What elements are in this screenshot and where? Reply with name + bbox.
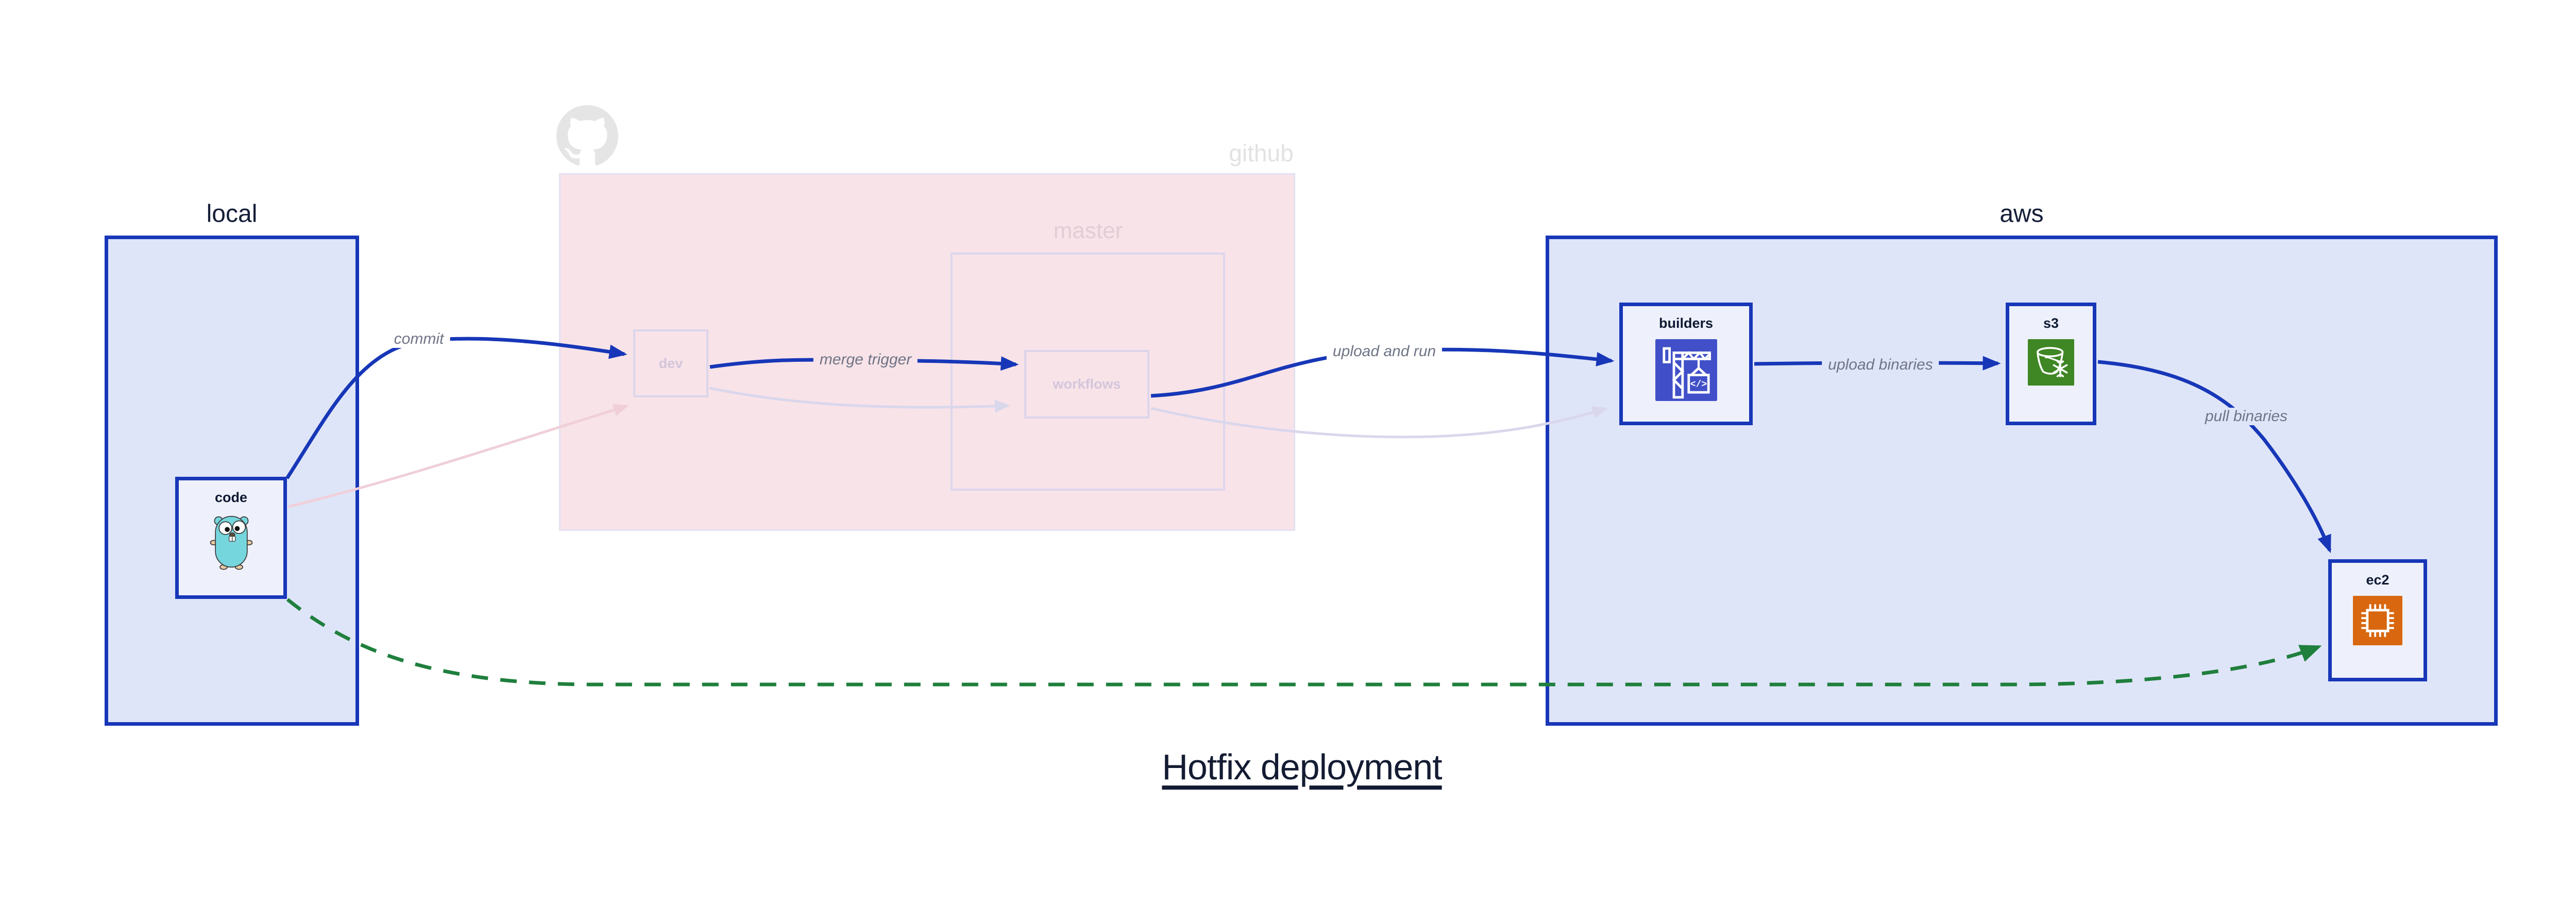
code-node-label: code — [214, 490, 248, 505]
s3-node-label: s3 — [2043, 315, 2059, 331]
github-region-label: github — [1229, 140, 1294, 166]
codebuild-crane-icon: </> — [1655, 339, 1717, 401]
commit-edge-label: commit — [387, 330, 450, 348]
node-ec2: ec2 — [2328, 559, 2427, 681]
s3-glacier-bucket-icon — [2028, 339, 2074, 386]
node-builders: builders </> — [1619, 303, 1753, 425]
node-dev-branch: dev — [633, 329, 708, 397]
aws-region-label: aws — [1999, 200, 2044, 228]
ec2-chip-icon — [2353, 596, 2402, 645]
master-branch-label: master — [1053, 218, 1123, 243]
github-octocat-icon — [556, 105, 618, 170]
ec2-node-label: ec2 — [2366, 572, 2389, 588]
node-workflows: workflows — [1024, 350, 1149, 419]
page-title: Hotfix deployment — [1162, 747, 1442, 787]
svg-text:</>: </> — [1690, 379, 1706, 390]
builders-node-label: builders — [1658, 315, 1714, 331]
pull-binaries-edge-label: pull binaries — [2198, 408, 2294, 425]
node-code: code — [175, 477, 287, 599]
workflows-node-label: workflows — [1053, 376, 1121, 392]
go-gopher-icon — [209, 513, 254, 570]
node-s3: s3 — [2006, 303, 2096, 425]
upload-and-run-edge-label: upload and run — [1326, 343, 1443, 360]
merge-trigger-edge-label: merge trigger — [813, 351, 918, 369]
local-region-label: local — [206, 200, 258, 228]
upload-binaries-edge-label: upload binaries — [1822, 356, 1939, 374]
dev-node-label: dev — [658, 355, 683, 371]
